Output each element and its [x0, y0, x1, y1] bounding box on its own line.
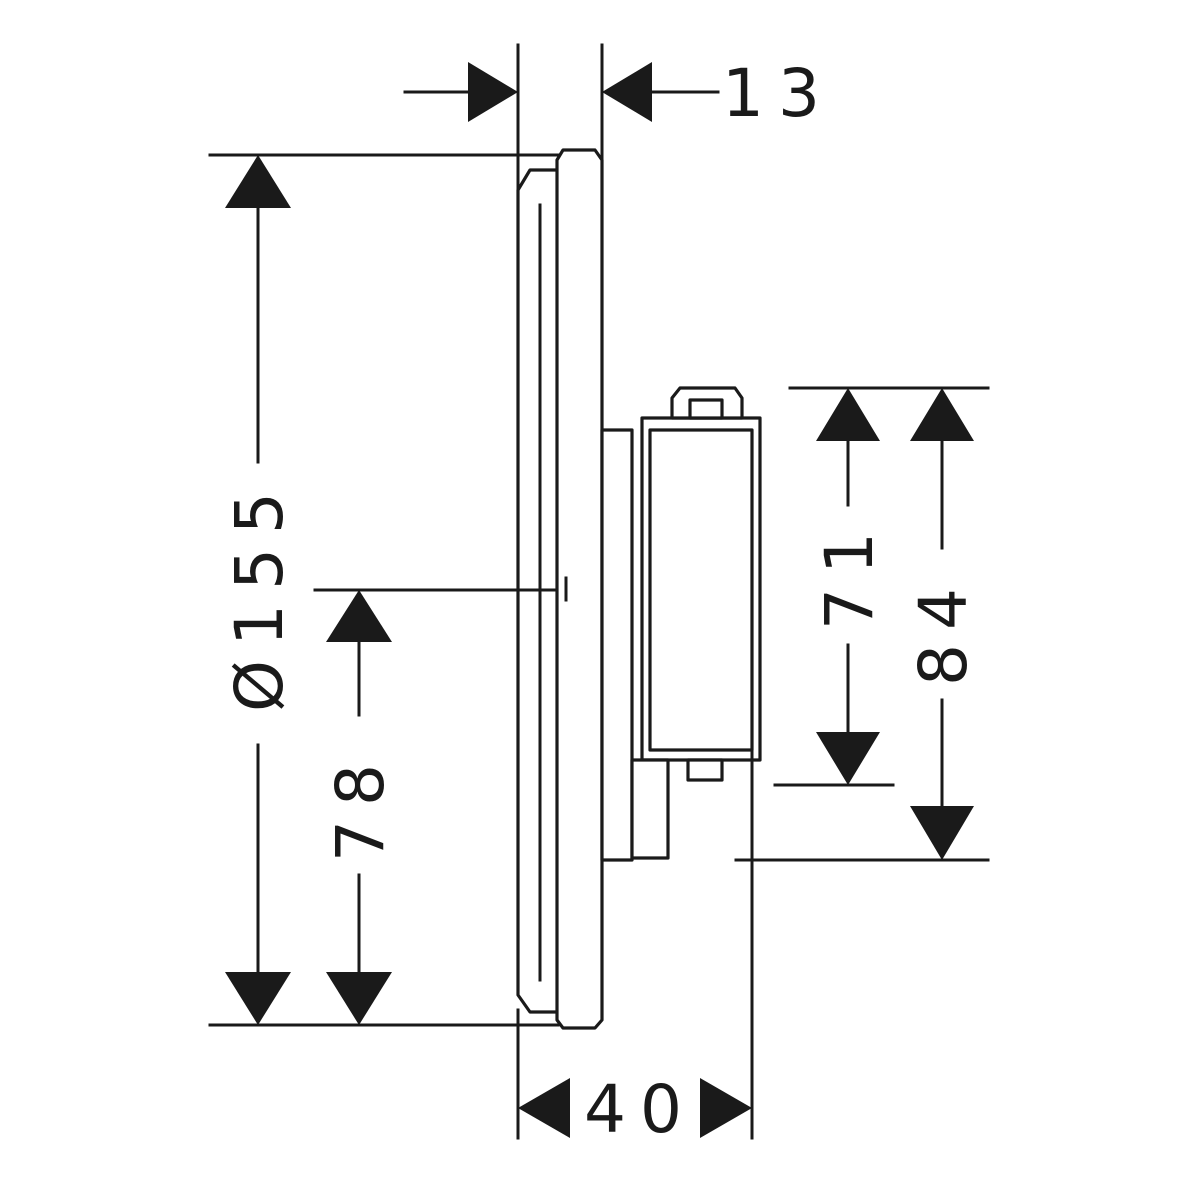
dim-label-total-depth: 40 — [584, 1071, 696, 1148]
dim-label-body-height-inner: 71 — [811, 518, 888, 630]
dim-label-center-height: 78 — [322, 750, 399, 862]
cover-plate-front — [555, 148, 604, 1030]
arrow-down — [910, 806, 974, 860]
dim-label-body-height-outer: 84 — [905, 574, 982, 686]
dim-body-height-inner: 71 — [811, 388, 888, 785]
dim-total-depth: 40 — [518, 1071, 752, 1148]
extension-lines — [208, 43, 990, 1140]
arrow-left — [602, 62, 652, 122]
top-tab-slot — [688, 398, 724, 420]
arrow-down — [816, 732, 880, 785]
thermostat-body-inner — [648, 428, 754, 752]
arrow-up — [326, 590, 392, 642]
dim-body-height-outer: 84 — [905, 388, 982, 860]
dim-diameter: Ø155 — [221, 155, 298, 1025]
arrow-up — [910, 388, 974, 441]
arrow-left — [518, 1078, 570, 1138]
dim-label-top-depth: 13 — [722, 55, 834, 132]
arrow-down — [225, 972, 291, 1025]
product-outline — [516, 148, 762, 1030]
arrow-right — [700, 1078, 752, 1138]
dim-label-diameter: Ø155 — [221, 478, 298, 712]
dim-center-height: 78 — [322, 590, 399, 1025]
arrow-up — [816, 388, 880, 441]
arrow-down — [326, 972, 392, 1025]
dim-top-depth: 13 — [403, 55, 834, 132]
bottom-tab-slot — [686, 758, 724, 782]
arrow-right — [468, 62, 518, 122]
mounting-flange — [600, 428, 634, 862]
bottom-stub — [630, 758, 670, 860]
arrow-up — [225, 155, 291, 208]
